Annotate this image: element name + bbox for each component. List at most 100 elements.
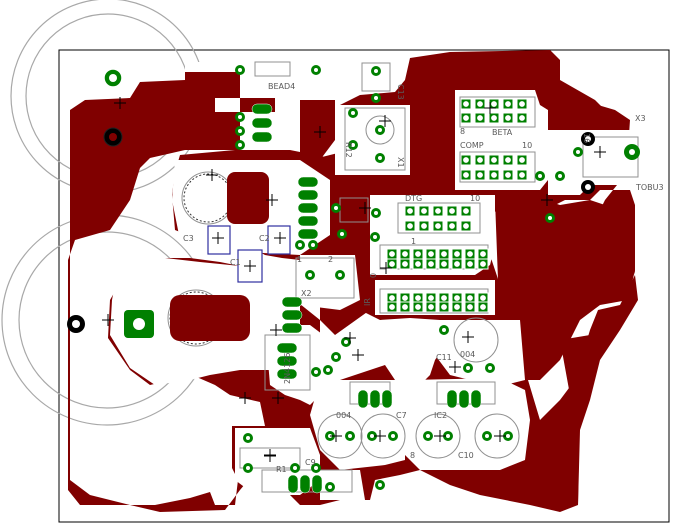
pad-hole: [334, 206, 338, 210]
pad-hole: [491, 115, 497, 121]
pad-hole: [391, 434, 395, 438]
pad-hole: [407, 223, 413, 229]
label-004b: 004: [336, 411, 351, 420]
pad-hole: [548, 216, 552, 220]
label-bead: BEAD4: [268, 82, 295, 91]
pad-hole: [454, 261, 460, 267]
pad-hole: [506, 434, 510, 438]
pad-hole: [466, 366, 470, 370]
pad-hole: [370, 434, 374, 438]
pad-hole: [463, 208, 469, 214]
pad-hole: [246, 436, 250, 440]
pad-hole: [491, 172, 497, 178]
label-c1: C1: [230, 258, 241, 267]
label-8: 8: [410, 451, 415, 460]
label-beta-8: 8: [460, 127, 465, 136]
pad-hole: [402, 304, 408, 310]
pad-hole: [238, 129, 242, 133]
pad-hole: [505, 172, 511, 178]
pad-hole: [415, 304, 421, 310]
pad-hole: [454, 295, 460, 301]
pad-hole: [519, 101, 525, 107]
label-16: 16: [582, 133, 591, 143]
label-x1: X1: [396, 157, 405, 168]
pad-hole: [441, 295, 447, 301]
pad-hole: [480, 261, 486, 267]
pads: [251, 103, 482, 494]
pad-hole: [441, 261, 447, 267]
label-c10: C10: [458, 451, 474, 460]
label-dtg: DTG: [405, 194, 422, 203]
pad-hole: [463, 172, 469, 178]
crosses: [102, 97, 606, 462]
pad-hole: [505, 101, 511, 107]
pad-hole: [246, 466, 250, 470]
pad-hole: [308, 273, 312, 277]
pad-hole: [373, 235, 377, 239]
pad-hole: [238, 115, 242, 119]
pad-hole: [467, 295, 473, 301]
label-r1: R1: [276, 465, 287, 474]
pad-hole: [348, 434, 352, 438]
label-x2-2: 2: [328, 255, 333, 264]
pad-hole: [374, 69, 378, 73]
pad-hole: [491, 157, 497, 163]
pad-hole: [467, 261, 473, 267]
pad-hole: [480, 304, 486, 310]
pad-hole: [505, 115, 511, 121]
pad-hole: [454, 304, 460, 310]
pad-hole: [477, 115, 483, 121]
label-c3: C3: [183, 234, 194, 243]
pad-hole: [576, 150, 580, 154]
header-pads: [386, 98, 528, 313]
pad-hole: [519, 157, 525, 163]
silk-outlines: [167, 61, 639, 493]
label-2n4126: 2N4126: [283, 353, 292, 384]
pad-hole: [407, 208, 413, 214]
pad-hole: [477, 101, 483, 107]
label-dtg-10: 10: [470, 194, 480, 203]
pad-hole: [428, 295, 434, 301]
label-tobu3: TOBU3: [635, 183, 664, 192]
pad-hole: [435, 223, 441, 229]
pad-hole: [238, 143, 242, 147]
label-ir: IR: [363, 298, 372, 306]
pad-hole: [344, 340, 348, 344]
pad-hole: [449, 223, 455, 229]
pad-hole: [340, 232, 344, 236]
pad-hole: [463, 157, 469, 163]
pad-hole: [293, 466, 297, 470]
pad-hole: [441, 251, 447, 257]
pad-hole: [415, 251, 421, 257]
label-x2-1: 1: [297, 255, 302, 264]
label-c11: C11: [436, 353, 452, 362]
pad-hole: [428, 261, 434, 267]
pad-hole: [328, 485, 332, 489]
pad-hole: [442, 328, 446, 332]
pad-hole: [389, 261, 395, 267]
label-x2: X2: [301, 289, 312, 298]
pad-hole: [338, 273, 342, 277]
label-c7: C7: [396, 411, 407, 420]
pad-hole: [351, 143, 355, 147]
pad-hole: [467, 251, 473, 257]
power-pads: [170, 172, 269, 341]
pad-hole: [477, 157, 483, 163]
pad-hole: [311, 243, 315, 247]
label-c9: C9: [305, 458, 316, 467]
pad-hole: [446, 434, 450, 438]
pad-hole: [389, 304, 395, 310]
label-beta: BETA: [492, 128, 513, 137]
pad-hole: [480, 251, 486, 257]
pad-hole: [389, 295, 395, 301]
pad-hole: [378, 128, 382, 132]
pad-hole: [519, 115, 525, 121]
pad-hole: [402, 261, 408, 267]
pad-hole: [463, 101, 469, 107]
label-r12: R12: [344, 142, 353, 158]
pad-hole: [374, 96, 378, 100]
pad-hole: [314, 466, 318, 470]
pad-hole: [449, 208, 455, 214]
pad-hole: [415, 295, 421, 301]
label-c2: C2: [259, 234, 270, 243]
